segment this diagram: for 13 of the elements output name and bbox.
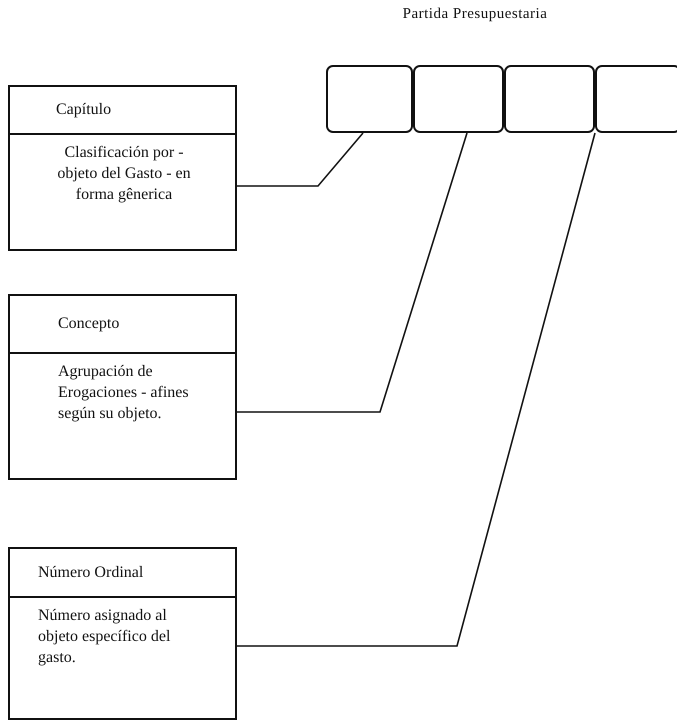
definition-box	[8, 294, 237, 480]
definition-box	[8, 85, 237, 251]
connector-line	[237, 132, 596, 647]
connector-line	[237, 132, 468, 413]
box-heading: Número Ordinal	[38, 564, 144, 582]
box-heading: Concepto	[58, 315, 120, 333]
box-heading: Capítulo	[56, 101, 112, 119]
box-description: Agrupación de Erogaciones - afines según su objeto.	[58, 362, 190, 424]
diagram-title: Partida Presupuestaria	[402, 6, 548, 23]
box-description: Clasificación por - objeto del Gasto - en forma gênerica	[56, 143, 192, 205]
connector-line	[237, 132, 364, 187]
definition-box	[8, 547, 237, 720]
box-description: Número asignado al objeto específico del gasto.	[38, 606, 172, 668]
